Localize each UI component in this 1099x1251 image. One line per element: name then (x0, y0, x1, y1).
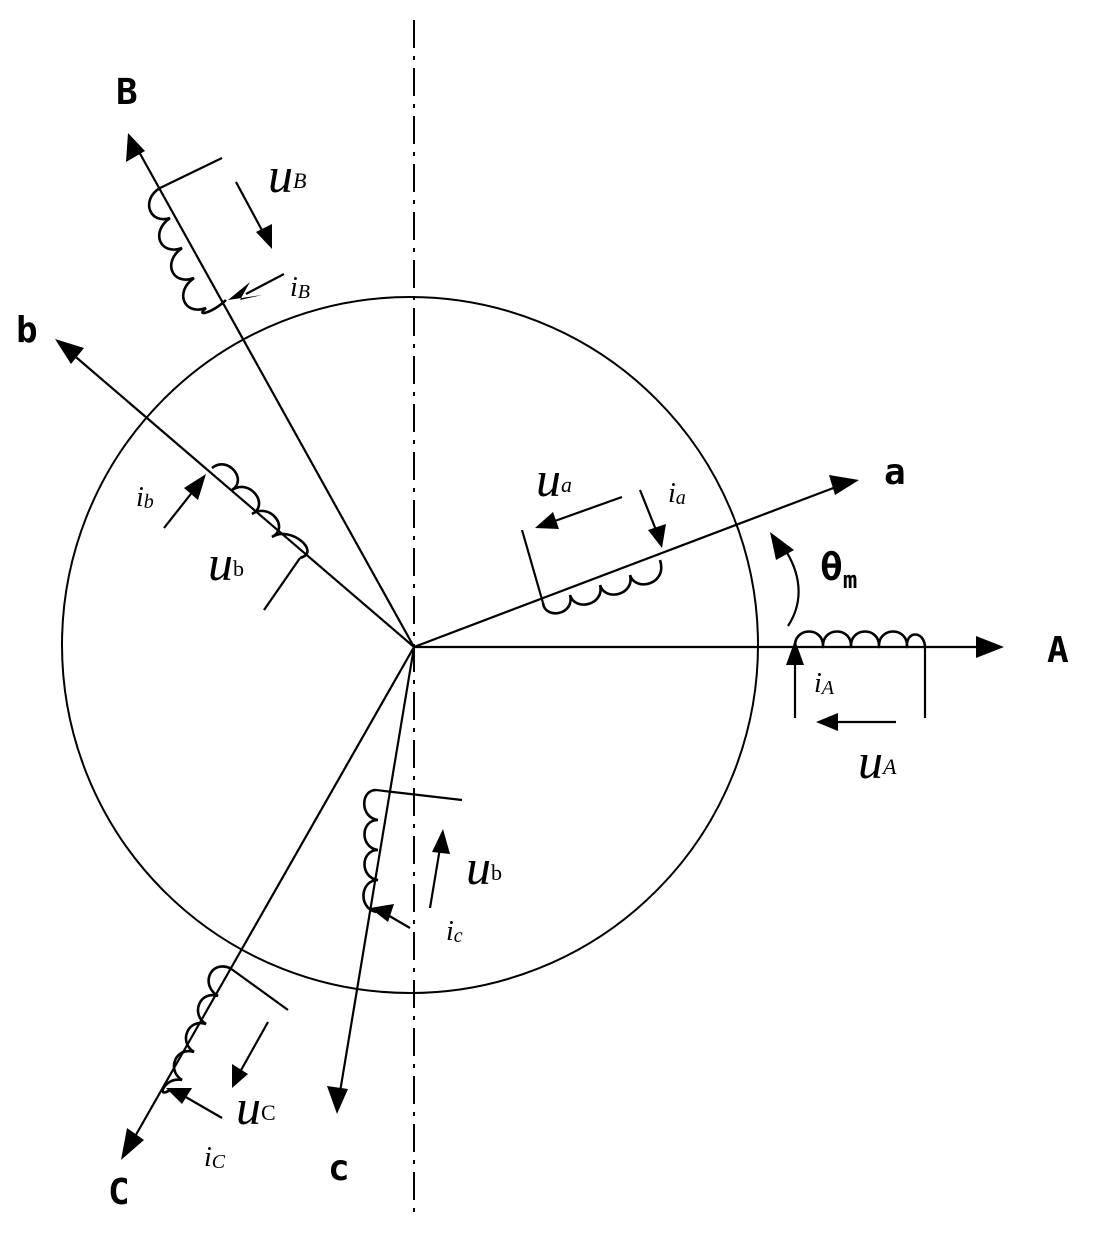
axis-c (327, 646, 416, 1114)
label-a: a (884, 452, 906, 493)
winding-c (362, 788, 463, 914)
arrow-ua (535, 495, 623, 529)
axis-a (413, 475, 859, 649)
axis-b (55, 339, 415, 648)
label-iA: iA (814, 668, 835, 699)
arrow-uA (816, 713, 896, 731)
label-uC: uC (236, 1079, 276, 1135)
arrow-theta (770, 532, 800, 627)
winding-b (211, 463, 309, 611)
label-ic: ic (446, 916, 463, 947)
label-B: B (116, 72, 138, 113)
arrow-ic (370, 904, 411, 929)
label-ia: ia (668, 478, 686, 509)
winding-B (147, 157, 262, 315)
label-c: c (328, 1148, 350, 1189)
label-b: b (16, 310, 38, 351)
label-iC: iC (204, 1142, 226, 1173)
winding-a (520, 529, 663, 615)
winding-A (786, 630, 927, 718)
rotor-circle (61, 296, 759, 994)
label-ua: ua (536, 451, 572, 507)
arrow-uc-rotor (428, 829, 450, 909)
label-theta-m: θm (820, 545, 857, 594)
arrow-iC (166, 1088, 223, 1119)
label-uB: uB (268, 147, 306, 203)
axis-A (414, 636, 1004, 658)
axis-B (126, 133, 415, 648)
arrow-uC (232, 1021, 269, 1088)
label-ub-rotor: ub (208, 535, 244, 591)
label-uA: uA (858, 733, 897, 789)
axis-C (121, 646, 415, 1160)
arrow-uB (235, 181, 272, 249)
arrow-ib (163, 474, 206, 529)
label-C: C (108, 1172, 130, 1213)
arrow-ia (638, 489, 666, 548)
label-A: A (1047, 630, 1069, 671)
label-ib: ib (136, 482, 154, 513)
arrow-iB (245, 273, 285, 295)
winding-C (161, 965, 289, 1094)
label-uc-rotor: ub (466, 839, 502, 895)
label-iB: iB (290, 272, 310, 303)
